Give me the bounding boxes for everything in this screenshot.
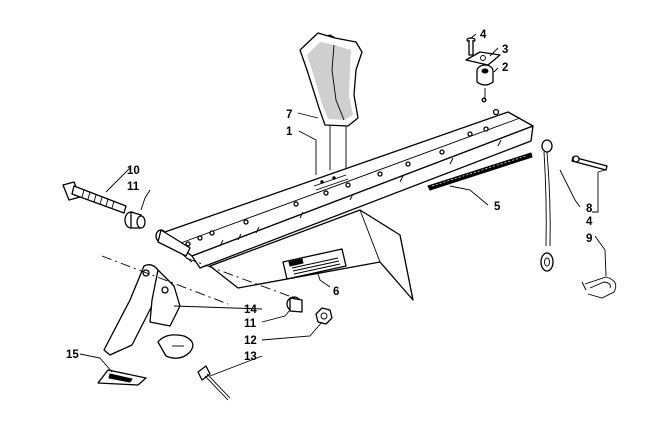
callout-labels: 1 2 3 4 4 5 6 7 8 9 10 11 11 12 13 14 15	[66, 29, 593, 363]
warning-decal	[282, 248, 347, 280]
cotter-pin	[197, 365, 231, 401]
underside-bracket	[209, 209, 414, 301]
clevis-pin-right	[571, 155, 608, 171]
bushing-lower	[286, 296, 303, 313]
mounting-plate	[465, 51, 501, 66]
callout-3: 3	[502, 44, 508, 56]
callout-4-top: 4	[480, 29, 487, 41]
callout-11-upper: 11	[127, 181, 140, 193]
retaining-cable	[540, 139, 554, 272]
assembly-centerline-lower	[101, 255, 229, 305]
bushing-upper	[124, 211, 146, 229]
callout-1: 1	[286, 126, 293, 138]
leader-lines	[79, 33, 607, 377]
reflector-strip	[427, 152, 533, 191]
callout-7: 7	[286, 109, 292, 121]
assembly-centerline-upper	[185, 257, 301, 301]
lock-nut	[315, 307, 333, 325]
callout-11-lower: 11	[244, 318, 257, 330]
bolt	[62, 181, 127, 214]
clevis-pin-top	[466, 37, 476, 56]
foot-pad	[299, 32, 363, 170]
callout-2: 2	[502, 62, 508, 74]
callout-14: 14	[244, 304, 257, 316]
callout-4-right: 4	[586, 216, 593, 228]
mounting-bracket	[103, 264, 181, 356]
hinge-pin	[155, 229, 191, 257]
callout-15: 15	[66, 349, 79, 361]
callout-13: 13	[244, 351, 257, 363]
callout-5: 5	[494, 201, 501, 213]
skid-plate	[97, 369, 147, 386]
callout-12: 12	[244, 335, 257, 347]
callout-8: 8	[586, 203, 593, 215]
grommet	[476, 64, 494, 86]
callout-9: 9	[586, 233, 592, 245]
callout-6: 6	[333, 286, 339, 298]
callout-10: 10	[127, 165, 140, 177]
hairpin-clip	[581, 276, 617, 299]
footrest-plate	[161, 97, 534, 269]
rubber-knob	[157, 334, 194, 359]
